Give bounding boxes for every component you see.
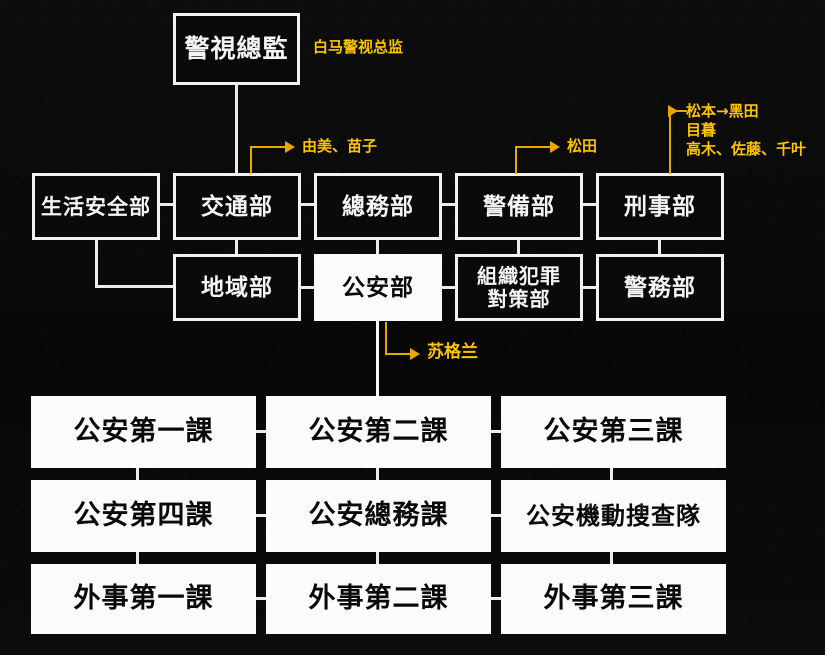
leader-traffic-arrowhead — [285, 141, 295, 153]
connector-keiji-to-keimu — [658, 240, 661, 254]
node-foreign-affairs-div-3[interactable]: 外事第三課 — [501, 564, 726, 634]
node-general-affairs-bureau[interactable]: 總務部 — [314, 173, 442, 240]
node-label: 刑事部 — [624, 192, 696, 220]
node-label: 總務部 — [342, 192, 414, 220]
connector-traffic-to-chiiki — [235, 240, 238, 254]
connector-div-c3-r1r2 — [610, 468, 613, 481]
connector-row1-link-d — [582, 203, 598, 206]
leader-criminal-horizontal — [669, 110, 687, 112]
node-public-security-general-affairs-div[interactable]: 公安總務課 — [266, 480, 491, 552]
connector-div-c2-r1r2 — [376, 468, 379, 481]
leader-security-arrowhead — [550, 141, 560, 153]
node-traffic-bureau[interactable]: 交通部 — [173, 173, 301, 240]
connector-div-r3-c1c2 — [255, 597, 268, 600]
leader-criminal-arrowhead — [668, 105, 678, 117]
connector-row2-link-c — [582, 286, 598, 289]
connector-row1-link-b — [300, 203, 316, 206]
connector-keibi-to-soshiki — [517, 240, 520, 254]
connector-safety-drop — [95, 240, 98, 286]
node-public-security-mobile-investigation-unit[interactable]: 公安機動搜查隊 — [501, 480, 726, 552]
annotation-security: 松田 — [567, 137, 598, 155]
node-label: 生活安全部 — [41, 193, 151, 219]
annotation-criminal: 松本→黑田 目暮 高木、佐藤、千叶 — [686, 102, 807, 159]
node-label: 外事第三課 — [543, 582, 684, 614]
node-public-security-div-1[interactable]: 公安第一課 — [31, 396, 256, 468]
node-commissioner-label: 警視總監 — [184, 34, 289, 63]
leader-security-horizontal — [515, 146, 551, 148]
leader-security-vertical — [515, 146, 517, 174]
connector-koan-to-divisions — [376, 320, 379, 398]
leader-traffic-horizontal — [250, 146, 286, 148]
annotation-public-security: 苏格兰 — [427, 342, 478, 362]
annotation-traffic: 由美、苗子 — [302, 137, 378, 155]
connector-div-c2-r2r3 — [376, 552, 379, 564]
connector-div-c3-r2r3 — [610, 552, 613, 564]
node-community-police-affairs-bureau[interactable]: 地域部 — [173, 254, 301, 321]
connector-div-r1-c2c3 — [489, 430, 502, 433]
node-label: 交通部 — [201, 192, 273, 220]
node-label: 外事第一課 — [73, 582, 214, 614]
connector-div-r3-c2c3 — [489, 597, 502, 600]
node-organized-crime-bureau[interactable]: 組織犯罪 對策部 — [455, 254, 583, 321]
leader-koan-horizontal — [385, 353, 413, 355]
node-community-safety-bureau[interactable]: 生活安全部 — [32, 173, 160, 240]
node-label: 外事第二課 — [308, 582, 449, 614]
node-public-security-div-3[interactable]: 公安第三課 — [501, 396, 726, 468]
node-label: 公安第一課 — [73, 415, 214, 447]
node-label: 組織犯罪 對策部 — [477, 264, 561, 311]
connector-row1-link-a — [160, 203, 176, 206]
connector-somu-to-koan — [376, 240, 379, 254]
node-label: 公安第二課 — [308, 415, 449, 447]
node-label: 地域部 — [201, 273, 273, 301]
leader-criminal-vertical — [669, 110, 671, 174]
node-criminal-investigation-bureau[interactable]: 刑事部 — [596, 173, 724, 240]
connector-chief-vertical — [235, 85, 238, 173]
annotation-commissioner: 白马警视总监 — [313, 38, 404, 56]
leader-traffic-vertical — [250, 146, 252, 174]
node-label: 公安第四課 — [73, 499, 214, 531]
connector-row1-link-c — [441, 203, 457, 206]
node-police-administration-bureau[interactable]: 警務部 — [596, 254, 724, 321]
connector-row2-link-a — [300, 286, 316, 289]
node-public-security-bureau[interactable]: 公安部 — [314, 254, 442, 321]
node-commissioner[interactable]: 警視總監 — [173, 13, 300, 85]
node-label: 公安第三課 — [543, 415, 684, 447]
leader-koan-vertical — [385, 322, 387, 355]
connector-div-r2-c2c3 — [489, 514, 502, 517]
leader-koan-arrowhead — [410, 348, 420, 360]
node-label: 警備部 — [483, 192, 555, 220]
connector-safety-elbow — [95, 285, 175, 288]
node-label: 公安部 — [342, 273, 414, 301]
node-foreign-affairs-div-2[interactable]: 外事第二課 — [266, 564, 491, 634]
connector-div-c1-r2r3 — [136, 552, 139, 564]
node-label: 警務部 — [624, 273, 696, 301]
connector-div-c1-r1r2 — [136, 468, 139, 481]
node-foreign-affairs-div-1[interactable]: 外事第一課 — [31, 564, 256, 634]
connector-div-r1-c1c2 — [255, 430, 268, 433]
node-label: 公安總務課 — [308, 499, 449, 531]
node-security-bureau[interactable]: 警備部 — [455, 173, 583, 240]
connector-div-r2-c1c2 — [255, 514, 268, 517]
connector-row2-link-b — [441, 286, 457, 289]
node-public-security-div-2[interactable]: 公安第二課 — [266, 396, 491, 468]
node-public-security-div-4[interactable]: 公安第四課 — [31, 480, 256, 552]
node-label: 公安機動搜查隊 — [526, 500, 701, 530]
